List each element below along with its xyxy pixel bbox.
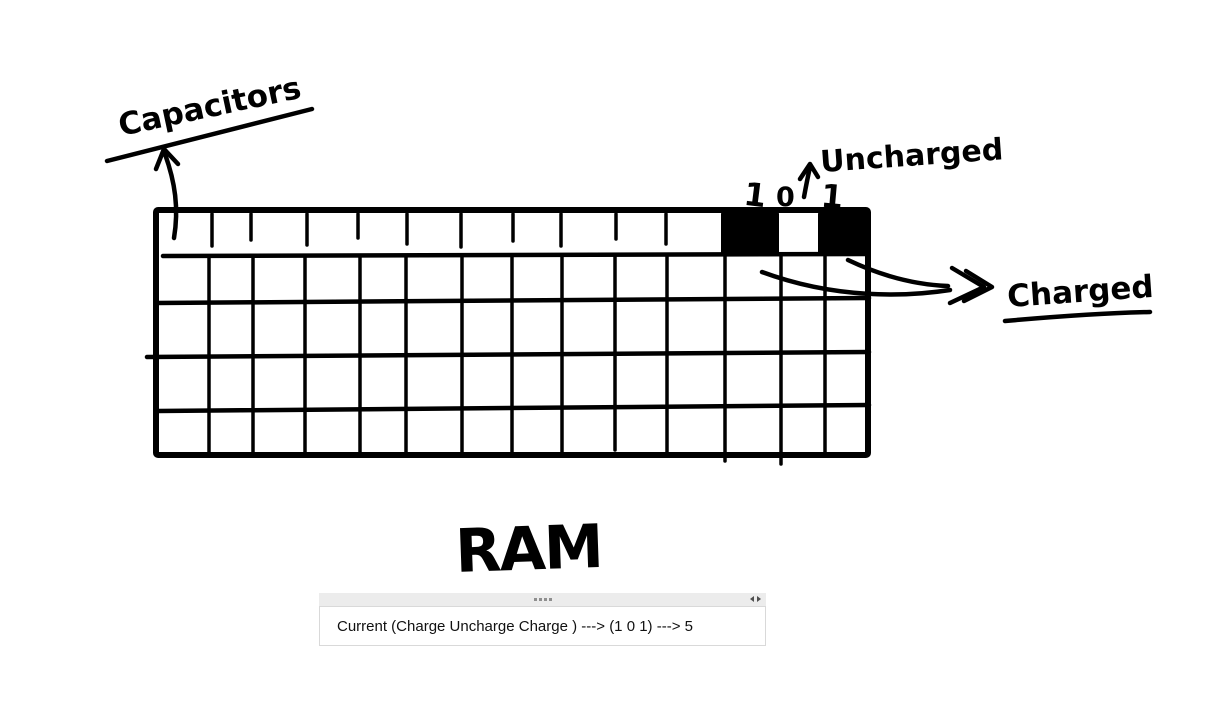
drag-handle-icon[interactable]	[533, 598, 552, 601]
note-scroll-arrows	[750, 596, 761, 602]
uncharged-arrow-icon	[797, 161, 821, 200]
grid-top-row-ticks	[210, 212, 668, 249]
ram-label: RAM	[454, 512, 603, 587]
capacitors-underline	[104, 106, 315, 164]
grid-vertical-lines	[207, 254, 827, 466]
uncharged-label: Uncharged	[819, 132, 1004, 180]
scroll-left-icon[interactable]	[750, 596, 754, 602]
grid-horizontal-lines	[144, 251, 872, 414]
ram-grid-border	[153, 207, 871, 458]
note-container[interactable]: Current (Charge Uncharge Charge ) ---> (…	[319, 593, 766, 646]
charged-underline	[1002, 309, 1153, 324]
charged-arrow-icon	[759, 257, 995, 306]
note-text[interactable]: Current (Charge Uncharge Charge ) ---> (…	[319, 606, 766, 646]
scroll-right-icon[interactable]	[757, 596, 761, 602]
charged-label: Charged	[1006, 269, 1155, 315]
charged-cell-2	[818, 211, 869, 256]
charged-cell-1	[721, 211, 779, 256]
bit-digit-3: 1	[819, 177, 844, 217]
bit-digit-2: 0	[776, 182, 795, 213]
capacitors-arrow-icon	[153, 146, 181, 241]
ram-grid	[144, 207, 872, 466]
bit-digit-1: 1	[742, 175, 769, 215]
note-drag-bar[interactable]	[319, 593, 766, 606]
